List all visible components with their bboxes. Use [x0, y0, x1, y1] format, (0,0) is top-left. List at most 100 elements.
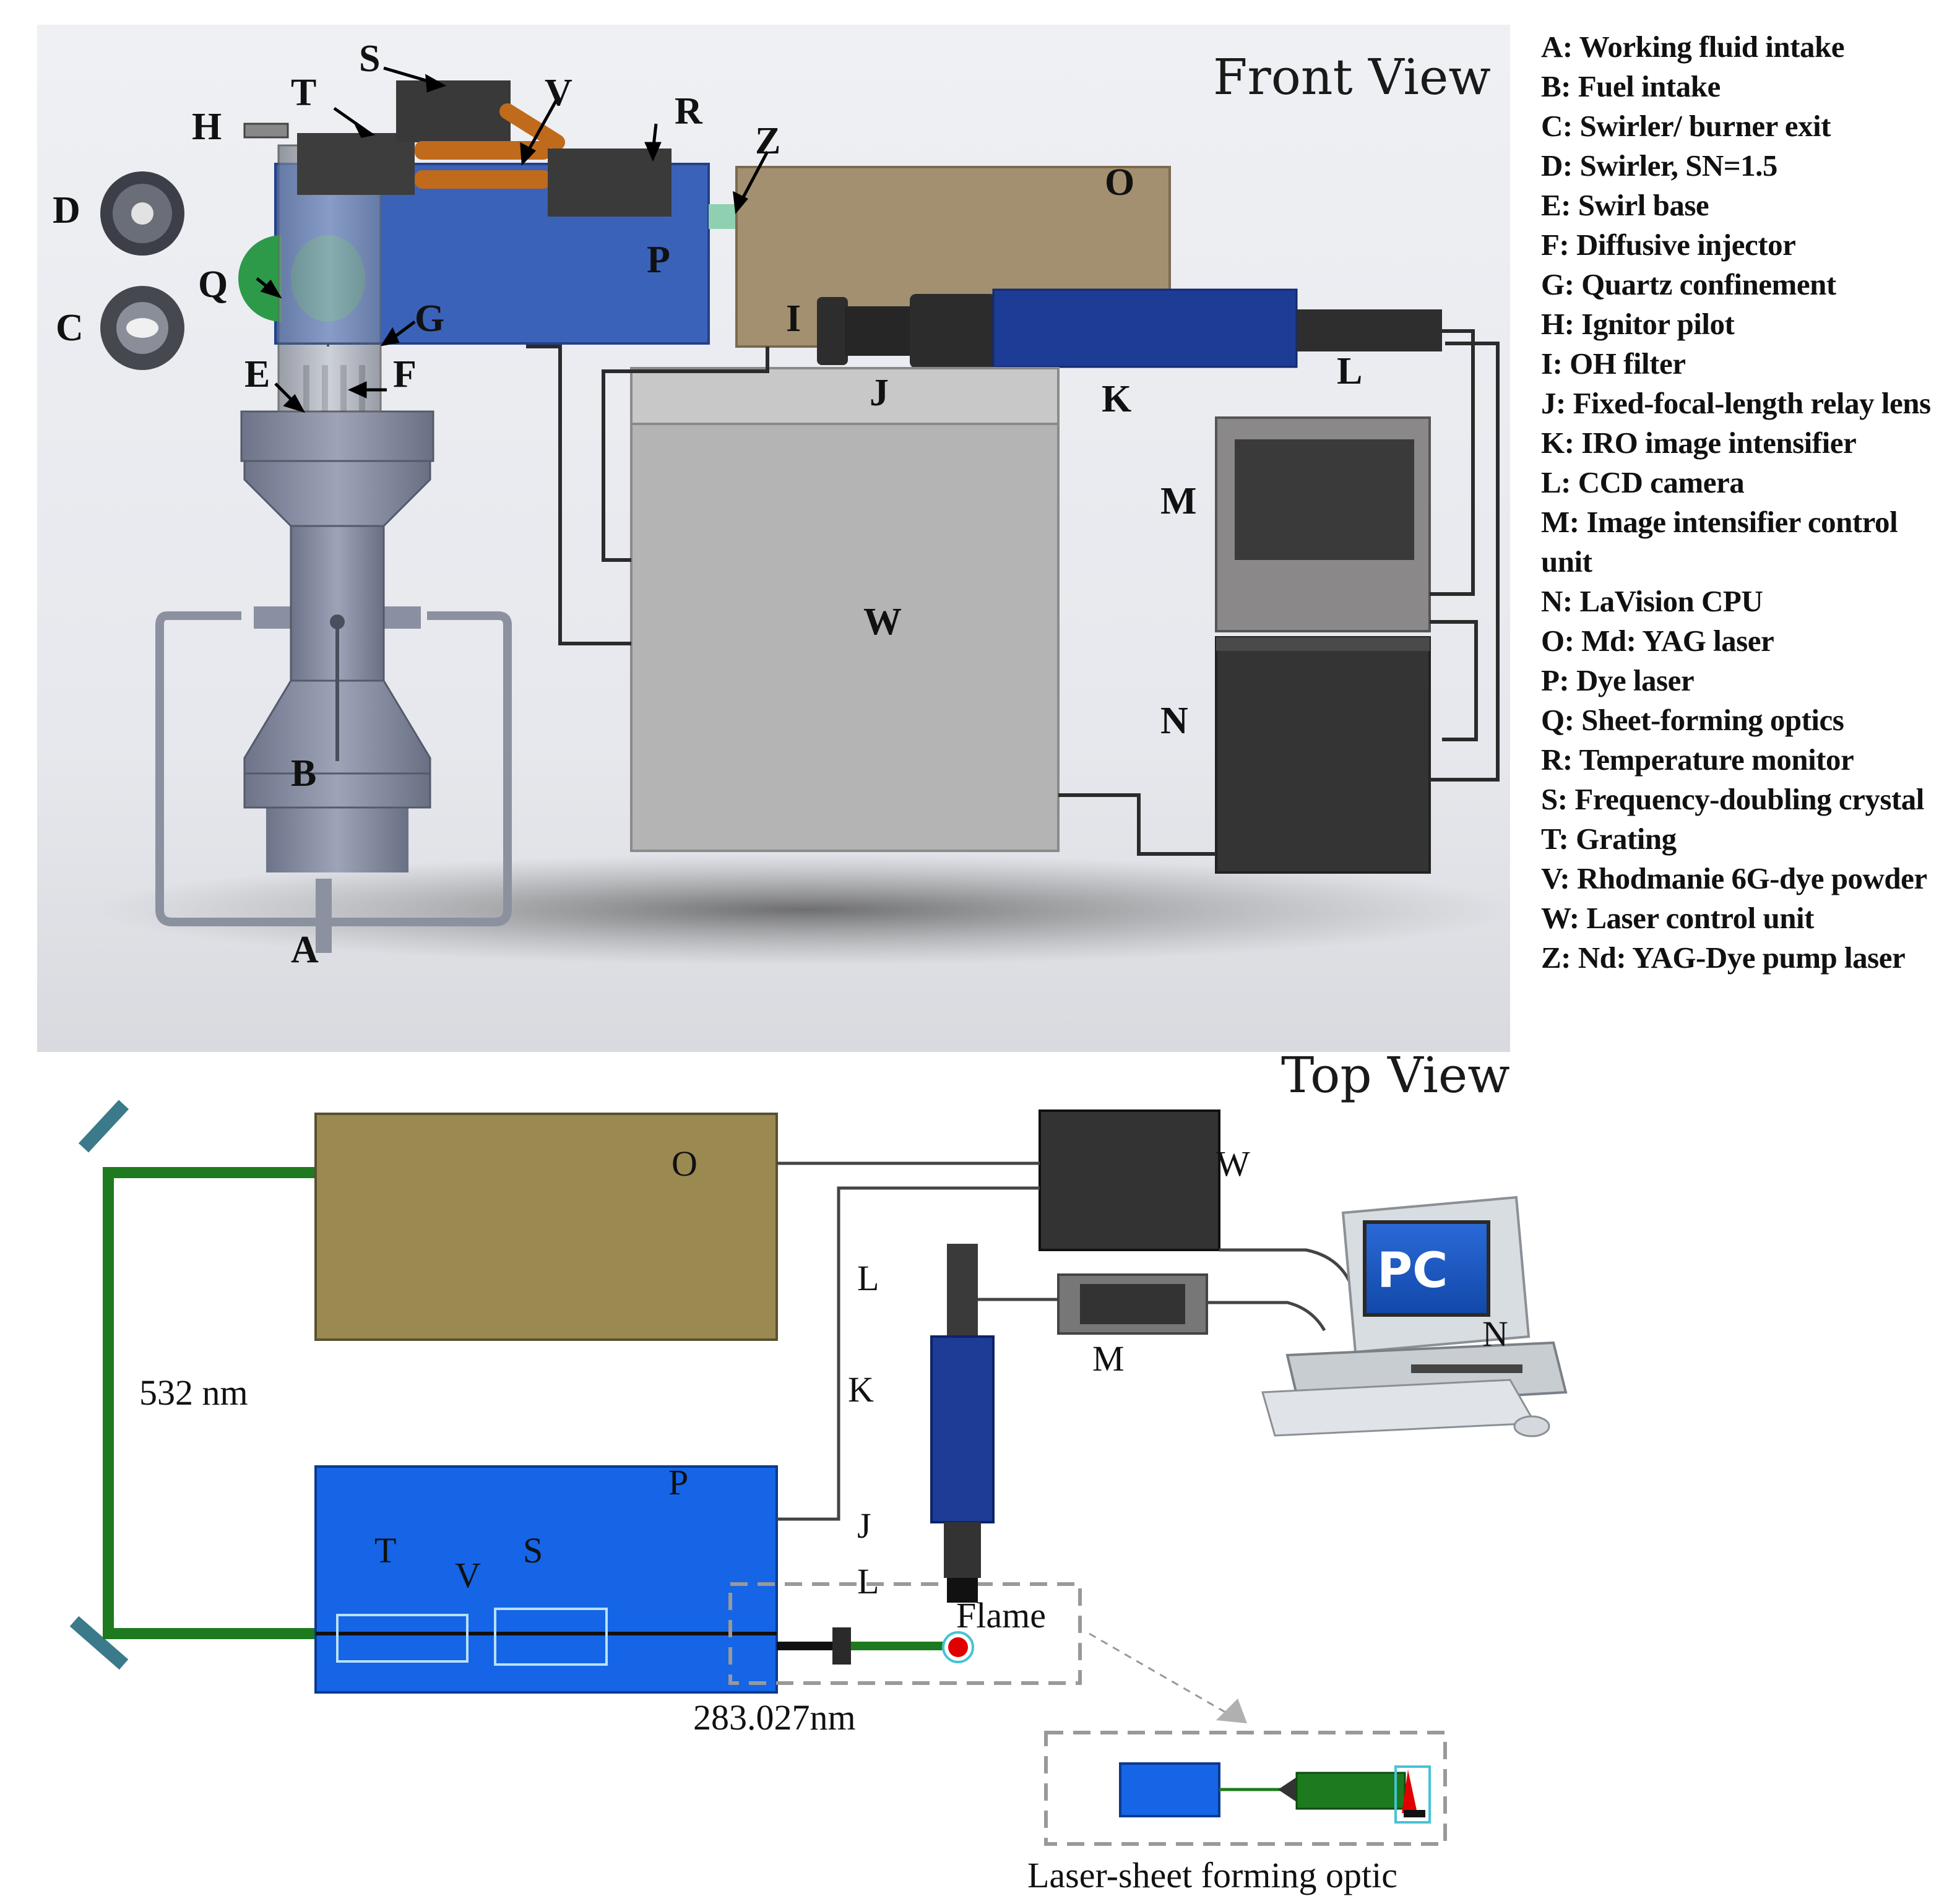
- label-532nm: 532 nm: [139, 1372, 248, 1413]
- iro-image-intensifier: [992, 288, 1298, 368]
- lavision-cpu-front: [1215, 636, 1431, 874]
- camera-assembly-front: [817, 288, 1442, 368]
- oh-filter: [817, 297, 848, 365]
- front-label-h: H: [192, 106, 222, 148]
- front-label-v: V: [545, 72, 572, 114]
- top-label-s: S: [523, 1530, 543, 1570]
- swirler-d: [100, 171, 184, 256]
- pc-monitor-screen: [1363, 1220, 1490, 1317]
- front-label-w: W: [863, 601, 902, 643]
- optic-detail-laser: [1119, 1762, 1220, 1817]
- top-label-v: V: [455, 1555, 481, 1595]
- front-label-l: L: [1337, 350, 1362, 392]
- cables-top: [777, 1161, 1351, 1521]
- yag-laser-top: [314, 1113, 778, 1341]
- optic-zoom-panel: [1044, 1731, 1447, 1846]
- top-label-j: J: [857, 1506, 871, 1546]
- rhodamine-dye-tubes: [415, 103, 565, 189]
- ccd-camera: [1297, 309, 1442, 351]
- pump-laser-coupler: [709, 204, 738, 229]
- laser-control-unit-front: [630, 367, 1060, 852]
- top-view: Top View 532 nm O P T V S Flame 283.027n…: [69, 1046, 1568, 1895]
- fuel-port: [330, 614, 345, 629]
- flame-marker-ring: [942, 1631, 974, 1663]
- front-label-g: G: [415, 298, 444, 340]
- support-frame: [155, 611, 512, 926]
- beam-532nm: [103, 1167, 316, 1639]
- front-label-s: S: [359, 38, 380, 80]
- top-label-t: T: [374, 1530, 396, 1570]
- callout-arrows: [256, 66, 769, 413]
- relay-lens: [845, 306, 913, 356]
- working-fluid-intake-pipe: [316, 879, 332, 953]
- flame-marker: [948, 1637, 968, 1657]
- top-label-n: N: [1482, 1314, 1508, 1354]
- legend-item: H: Ignitor pilot: [1541, 307, 1735, 341]
- ccd-camera-top: [947, 1244, 978, 1337]
- swirler-c: [100, 286, 184, 370]
- legend-item: V: Rhodmanie 6G-dye powder: [1541, 861, 1927, 895]
- front-label-q: Q: [198, 264, 228, 306]
- front-label-n: N: [1160, 700, 1188, 742]
- laser-control-unit-top: [630, 367, 1060, 425]
- legend-item: G: Quartz confinement: [1541, 267, 1836, 301]
- frame-bracket-right: [384, 606, 421, 629]
- legend-item: A: Working fluid intake: [1541, 30, 1844, 64]
- dye-laser-top: [314, 1465, 778, 1694]
- image-intensifier-control-screen: [1235, 439, 1414, 560]
- front-view-title: Front View: [1213, 48, 1491, 106]
- legend-item: S: Frequency-doubling crystal: [1541, 782, 1924, 816]
- legend-item: W: Laser control unit: [1541, 901, 1814, 935]
- pc-mouse: [1513, 1415, 1550, 1437]
- optic-zoom-connector: [1089, 1632, 1229, 1715]
- front-label-m: M: [1160, 480, 1197, 522]
- sheet-optic-mount: [832, 1627, 851, 1665]
- optic-detail-cone: [1278, 1777, 1297, 1802]
- legend-item: M: Image intensifier control unit: [1541, 505, 1898, 579]
- legend-item: J: Fixed-focal-length relay lens: [1541, 386, 1931, 420]
- legend-item: P: Dye laser: [1541, 663, 1695, 697]
- front-label-b: B: [291, 752, 316, 795]
- legend-item: D: Swirler, SN=1.5: [1541, 149, 1777, 183]
- legend-item: O: Md: YAG laser: [1541, 624, 1774, 658]
- front-label-d: D: [53, 189, 80, 231]
- optic-detail-lens: [1295, 1772, 1406, 1810]
- front-label-a: A: [291, 929, 319, 971]
- burner-base-flange: [243, 772, 431, 809]
- optic-detail-mount: [1394, 1765, 1431, 1824]
- optic-detail-base: [1404, 1810, 1425, 1817]
- legend-item: L: CCD camera: [1541, 465, 1745, 499]
- pc-screen-label: PC: [1377, 1243, 1448, 1299]
- cables-front: [526, 329, 1500, 856]
- optic-zoom-source: [728, 1582, 1082, 1685]
- front-label-r: R: [675, 90, 703, 132]
- oh-filter-top: [947, 1578, 978, 1603]
- optic-detail-sheet: [1402, 1770, 1417, 1813]
- legend-item: I: OH filter: [1541, 347, 1686, 381]
- optic-caption: Laser-sheet forming optic: [1027, 1855, 1397, 1895]
- top-label-o: O: [672, 1144, 697, 1184]
- laser-control-unit-top-view: [1039, 1109, 1220, 1251]
- relay-lens-top: [944, 1522, 981, 1578]
- legend-item: B: Fuel intake: [1541, 69, 1721, 103]
- front-label-z: Z: [755, 120, 780, 162]
- mirror-bottom: [69, 1616, 129, 1670]
- grating-top: [336, 1614, 469, 1663]
- ignitor-pilot: [243, 123, 289, 139]
- legend-item: F: Diffusive injector: [1541, 228, 1796, 262]
- legend-item: Q: Sheet-forming optics: [1541, 703, 1844, 737]
- legend-item: C: Swirler/ burner exit: [1541, 109, 1831, 143]
- burner-top-flange: [240, 410, 434, 462]
- optic-zoom-arrowhead: [1216, 1699, 1247, 1723]
- sheet-forming-optics-front: [238, 235, 282, 322]
- legend-item: E: Swirl base: [1541, 188, 1709, 222]
- frequency-doubling-crystal-front: [396, 80, 511, 142]
- crystal-top: [494, 1608, 608, 1666]
- front-label-o: O: [1105, 162, 1134, 204]
- pc-workstation: PC N: [1261, 1195, 1568, 1437]
- floor-shadow: [93, 854, 1516, 965]
- front-label-c: C: [56, 307, 84, 349]
- top-label-m: M: [1092, 1338, 1125, 1379]
